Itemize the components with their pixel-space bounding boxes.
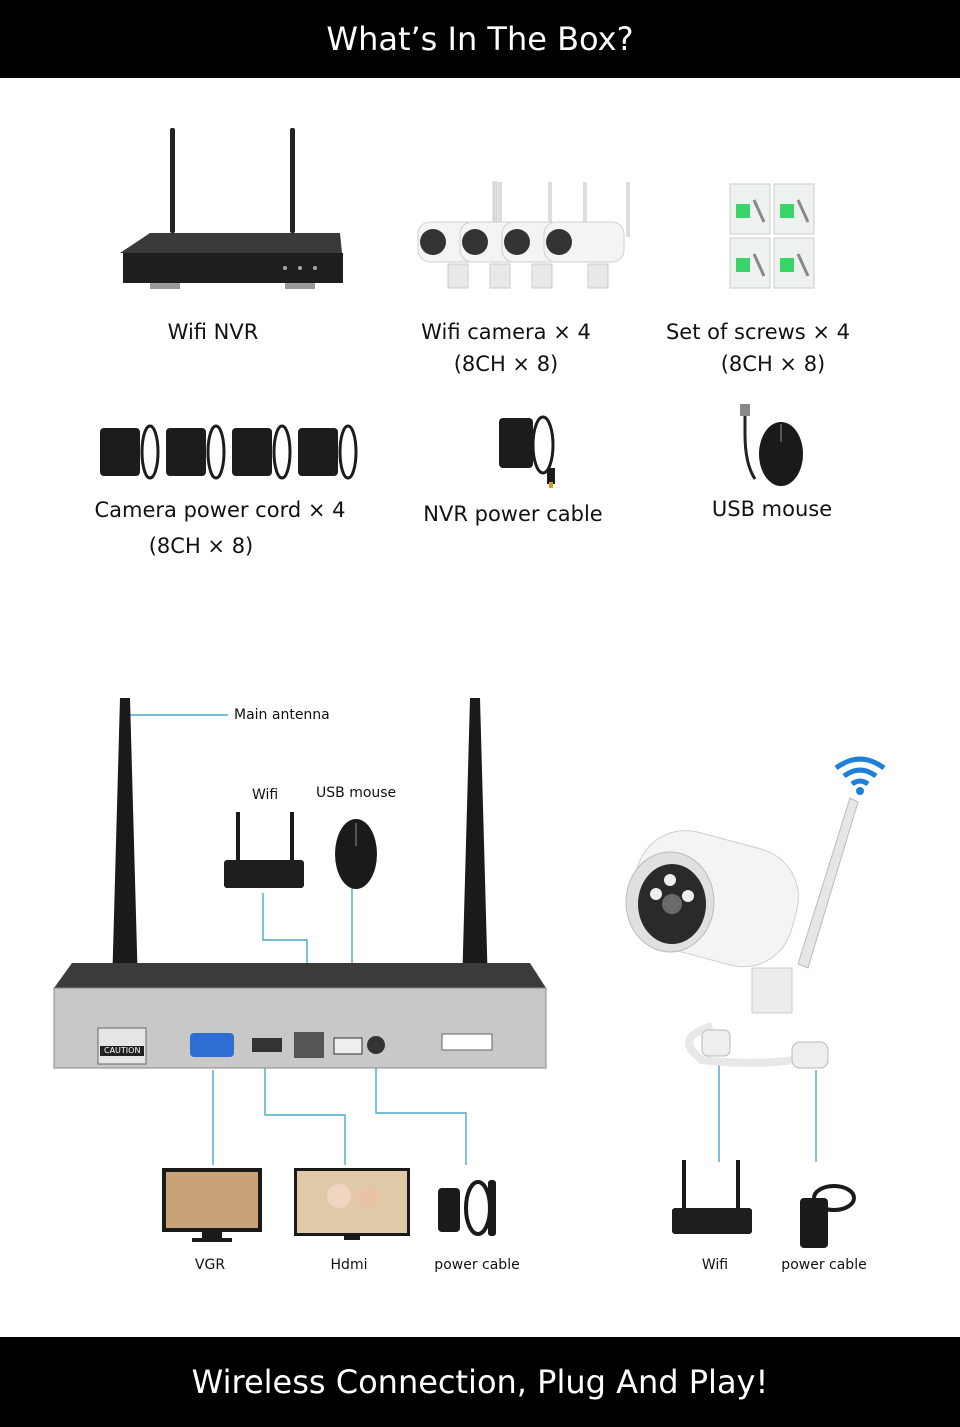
usb-mouse-diagram-image bbox=[335, 819, 377, 889]
usb-mouse-label: USB mouse bbox=[316, 785, 397, 801]
camera-power-adapter-image bbox=[800, 1184, 856, 1248]
camera-power-cords-image bbox=[100, 424, 358, 480]
nvr-image bbox=[120, 128, 343, 289]
box-item-camera-power-cord: Camera power cord × 4 bbox=[94, 498, 346, 522]
box-item-usb-mouse: USB mouse bbox=[711, 497, 833, 521]
panel-caution-label: CAUTION bbox=[104, 1046, 141, 1055]
nvr-power-cable-image bbox=[499, 415, 555, 488]
top-banner: What’s In The Box? bbox=[0, 0, 960, 78]
camera-wifi-label: Wifi bbox=[701, 1257, 729, 1273]
main-antenna-label: Main antenna bbox=[234, 707, 330, 723]
box-item-screws-qty: (8CH × 8) bbox=[720, 352, 826, 376]
power-cable-label: power cable bbox=[434, 1257, 520, 1273]
wifi-router-image bbox=[224, 812, 304, 888]
box-item-camera-power-cord-qty: (8CH × 8) bbox=[148, 534, 254, 558]
camera-power-cable-label: power cable bbox=[781, 1257, 867, 1273]
hdmi-tv-image bbox=[294, 1168, 410, 1240]
wifi-signal-icon bbox=[834, 756, 886, 795]
box-item-screws: Set of screws × 4 bbox=[665, 320, 851, 344]
bottom-banner: Wireless Connection, Plug And Play! bbox=[0, 1337, 960, 1427]
box-item-camera: Wifi camera × 4 bbox=[421, 320, 591, 344]
box-item-camera-qty: (8CH × 8) bbox=[453, 352, 559, 376]
hdmi-label: Hdmi bbox=[330, 1257, 368, 1273]
vga-monitor-image bbox=[162, 1168, 262, 1242]
nvr-back-panel-image bbox=[53, 698, 547, 1069]
ip-camera-image bbox=[625, 797, 859, 1069]
footer-title: Wireless Connection, Plug And Play! bbox=[191, 1363, 769, 1401]
usb-mouse-image bbox=[740, 404, 803, 486]
page-title: What’s In The Box? bbox=[326, 20, 634, 58]
vgr-label: VGR bbox=[194, 1257, 226, 1273]
camera-wifi-router-image bbox=[672, 1160, 752, 1234]
nvr-power-adapter-image bbox=[438, 1180, 496, 1236]
cameras-image bbox=[417, 181, 630, 289]
screws-image bbox=[729, 183, 815, 289]
box-item-nvr-power-cable: NVR power cable bbox=[423, 502, 603, 526]
wifi-router-label: Wifi bbox=[252, 787, 279, 803]
box-item-nvr: Wifi NVR bbox=[167, 320, 259, 344]
